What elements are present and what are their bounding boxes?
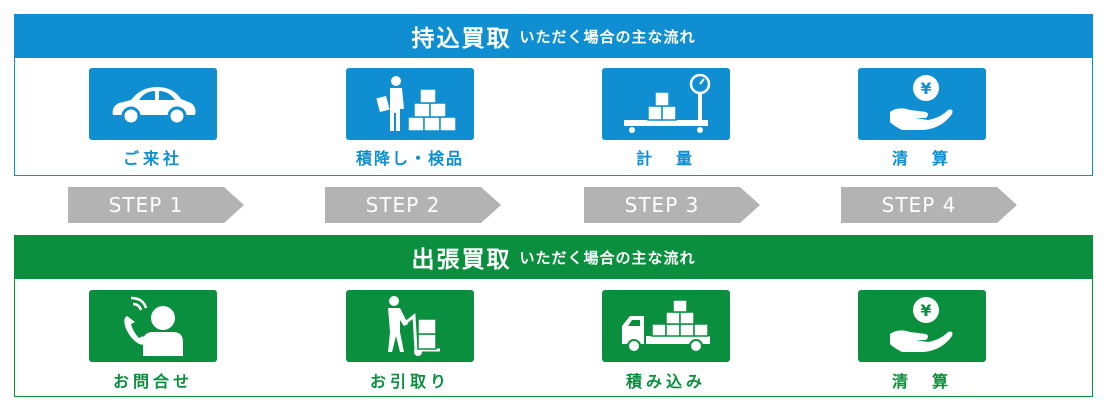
mochikomi-title-main: 持込買取	[411, 26, 512, 52]
step-arrow-4: STEP 4	[841, 187, 1017, 223]
payment-yen-icon: ¥	[890, 297, 953, 352]
svg-text:¥: ¥	[920, 301, 931, 320]
mochikomi-step-2-label: 積降し・検品	[355, 149, 464, 168]
shucchou-step-4-label: 清 算	[891, 372, 952, 391]
mochikomi-header: 持込買取 いただく場合の主な流れ	[14, 14, 1093, 58]
scale-icon	[624, 73, 711, 133]
mochikomi-step-1-label: ご来社	[122, 149, 183, 168]
shucchou-step-3-tile	[602, 290, 730, 362]
step-arrow-4-label: STEP 4	[881, 193, 957, 217]
shucchou-step-2-tile	[346, 290, 474, 362]
payment-yen-icon: ¥	[890, 75, 953, 130]
shucchou-step-2-label: お引取り	[369, 372, 450, 391]
car-icon	[112, 87, 196, 126]
mochikomi-step-4-tile: ¥	[858, 68, 986, 140]
mochikomi-title-sub: いただく場合の主な流れ	[519, 27, 696, 46]
shucchou-box	[14, 279, 1093, 397]
boxes-inspection-icon	[376, 76, 457, 132]
hand-truck-icon	[388, 296, 440, 356]
step-arrow-1: STEP 1	[68, 187, 244, 223]
shucchou-title-main: 出張買取	[411, 247, 512, 273]
shucchou-title-sub: いただく場合の主な流れ	[519, 248, 696, 267]
truck-icon	[622, 299, 710, 353]
mochikomi-step-3-tile	[602, 68, 730, 140]
shucchou-step-4-tile: ¥	[858, 290, 986, 362]
mochikomi-step-4-label: 清 算	[891, 149, 952, 168]
step-arrow-1-label: STEP 1	[108, 193, 184, 217]
step-arrow-2: STEP 2	[325, 187, 501, 223]
step-arrow-3: STEP 3	[584, 187, 760, 223]
shucchou-step-1-tile	[89, 290, 217, 362]
shucchou-step-3-label: 積み込み	[625, 372, 706, 391]
step-arrow-3-label: STEP 3	[624, 193, 700, 217]
svg-text:¥: ¥	[920, 79, 931, 98]
mochikomi-step-1-tile	[89, 68, 217, 140]
mochikomi-step-2-tile	[346, 68, 474, 140]
mochikomi-box	[14, 58, 1093, 176]
step-arrow-2-label: STEP 2	[365, 193, 441, 217]
shucchou-header: 出張買取 いただく場合の主な流れ	[14, 235, 1093, 279]
shucchou-step-1-label: お問合せ	[112, 372, 193, 391]
phone-call-icon	[124, 296, 183, 356]
mochikomi-step-3-label: 計 量	[635, 149, 696, 168]
